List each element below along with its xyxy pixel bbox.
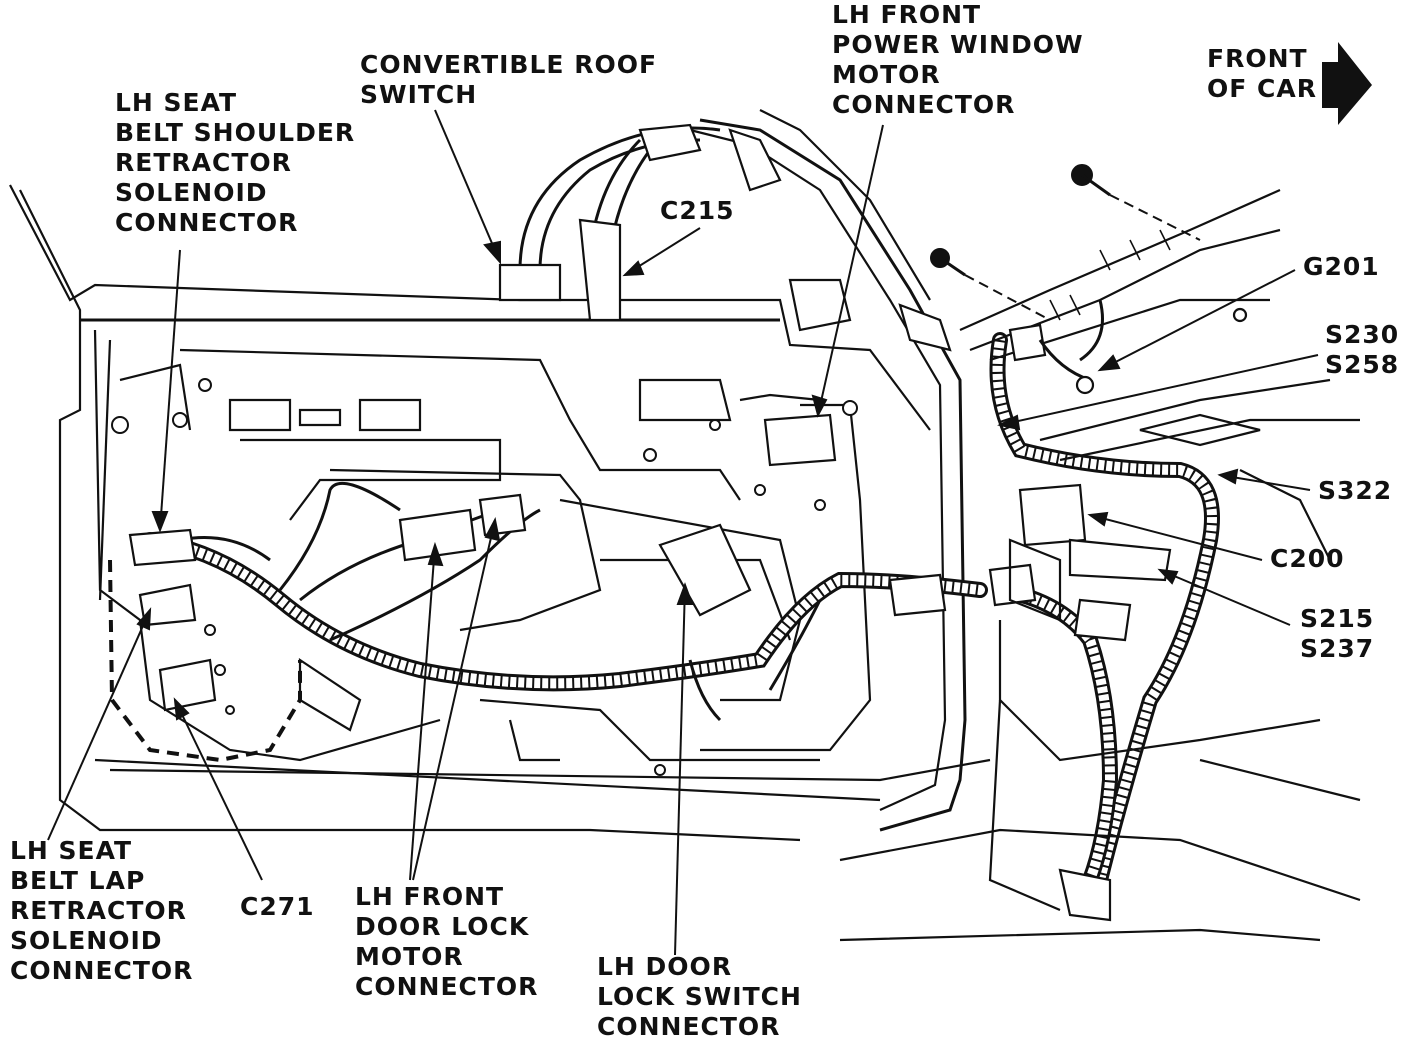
label-line: SOLENOID — [10, 926, 163, 955]
label-line: CONNECTOR — [355, 972, 539, 1001]
label-line: S258 — [1325, 350, 1400, 379]
label-line: OF CAR — [1207, 74, 1317, 103]
label-line: SOLENOID — [115, 178, 268, 207]
label-s230-s258: S230 S258 — [1325, 320, 1399, 380]
label-g201: G201 — [1303, 252, 1380, 282]
door-outline — [9, 109, 991, 842]
label-c271: C271 — [240, 892, 315, 922]
label-line: CONNECTOR — [115, 208, 299, 237]
pillar-harness — [989, 332, 1220, 922]
label-line: POWER WINDOW — [832, 30, 1084, 59]
kick-panel-connectors — [1008, 483, 1172, 642]
label-line: C271 — [240, 892, 315, 921]
bolts — [930, 164, 1248, 395]
label-front-of-car: FRONT OF CAR — [1207, 44, 1317, 104]
panel-holes — [111, 378, 858, 776]
label-line: CONNECTOR — [597, 1012, 781, 1041]
label-line: BELT LAP — [10, 866, 146, 895]
door-harness — [142, 481, 988, 722]
label-line: CONVERTIBLE ROOF — [360, 50, 658, 79]
label-door-lock-switch-connector: LH DOOR LOCK SWITCH CONNECTOR — [597, 952, 802, 1042]
door-connectors — [128, 413, 1037, 712]
label-line: RETRACTOR — [10, 896, 187, 925]
label-line: BELT SHOULDER — [115, 118, 356, 147]
label-seat-belt-lap-connector: LH SEAT BELT LAP RETRACTOR SOLENOID CONN… — [10, 836, 193, 986]
roof-harness — [498, 123, 782, 322]
label-line: S322 — [1318, 476, 1393, 505]
label-power-window-motor-connector: LH FRONT POWER WINDOW MOTOR CONNECTOR — [832, 0, 1084, 120]
label-line: S215 — [1300, 604, 1375, 633]
label-line: MOTOR — [832, 60, 941, 89]
label-line: C200 — [1270, 544, 1345, 573]
label-line: DOOR LOCK — [355, 912, 530, 941]
label-line: CONNECTOR — [832, 90, 1016, 119]
cowl-structure — [839, 188, 1361, 942]
label-seat-belt-shoulder-connector: LH SEAT BELT SHOULDER RETRACTOR SOLENOID… — [115, 88, 355, 238]
label-line: LH FRONT — [832, 0, 982, 29]
label-line: LH FRONT — [355, 882, 505, 911]
label-c215: C215 — [660, 196, 735, 226]
label-line: G201 — [1303, 252, 1380, 281]
dashed-panel-outline — [108, 559, 302, 763]
label-s322: S322 — [1318, 476, 1392, 506]
label-line: S237 — [1300, 634, 1375, 663]
label-line: LH SEAT — [10, 836, 133, 865]
label-door-lock-motor-connector: LH FRONT DOOR LOCK MOTOR CONNECTOR — [355, 882, 538, 1002]
label-c200: C200 — [1270, 544, 1345, 574]
label-line: C215 — [660, 196, 735, 225]
label-s215-s237: S215 S237 — [1300, 604, 1374, 664]
label-line: FRONT — [1207, 44, 1308, 73]
right-arrow-icon — [1322, 42, 1372, 125]
label-line: RETRACTOR — [115, 148, 292, 177]
label-line: LOCK SWITCH — [597, 982, 802, 1011]
label-line: CONNECTOR — [10, 956, 194, 985]
label-line: S230 — [1325, 320, 1400, 349]
label-line: MOTOR — [355, 942, 464, 971]
label-line: LH SEAT — [115, 88, 238, 117]
label-line: LH DOOR — [597, 952, 733, 981]
label-convertible-roof-switch: CONVERTIBLE ROOF SWITCH — [360, 50, 657, 110]
label-line: SWITCH — [360, 80, 478, 109]
arrowheads — [136, 240, 1239, 721]
